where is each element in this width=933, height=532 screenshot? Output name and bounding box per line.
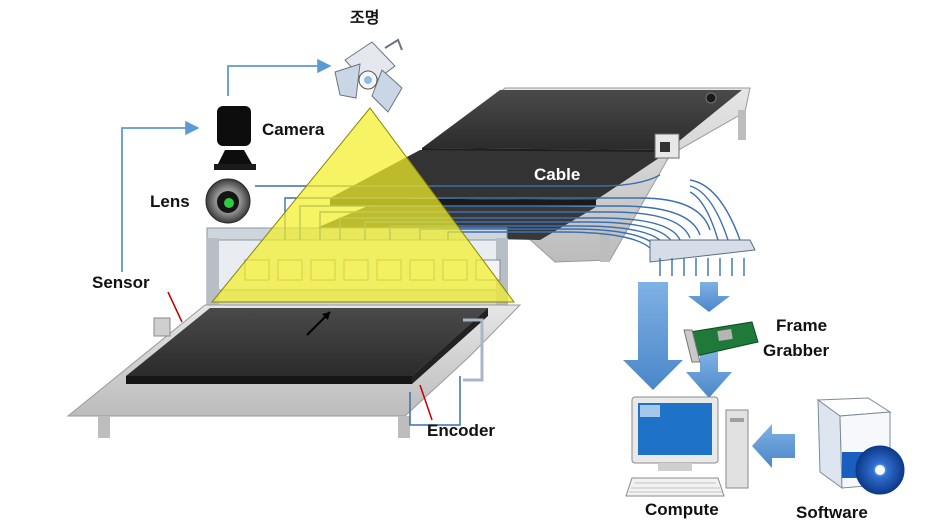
lighting-label: 조명 [350, 8, 380, 27]
frame-grabber-label-2: Grabber [763, 341, 830, 360]
lens-label: Lens [150, 192, 190, 211]
camera-icon [214, 106, 256, 170]
cable-label: Cable [534, 165, 581, 184]
software-label: Software [796, 503, 868, 522]
compute-label: Compute [645, 500, 719, 519]
data-flow-arrows [623, 282, 795, 468]
frame-grabber-card-icon [683, 321, 759, 363]
lamp-icon [334, 38, 403, 113]
camera-label: Camera [262, 120, 325, 139]
front-conveyor [66, 304, 522, 438]
signal-path-arrows [121, 58, 332, 272]
software-box-icon [816, 397, 905, 495]
cable-bundle [255, 174, 741, 249]
encoder-pointer [419, 384, 433, 421]
cable-connector [654, 133, 680, 159]
frame-grabber-label-1: Frame [776, 316, 828, 335]
light-cone [210, 107, 515, 303]
sensor-label: Sensor [92, 273, 150, 292]
lens-icon [205, 178, 251, 224]
pc-icon [625, 396, 749, 497]
fan-out-connector [649, 239, 756, 276]
sensor-pointer [167, 291, 183, 323]
encoder-label: Encoder [427, 421, 496, 440]
